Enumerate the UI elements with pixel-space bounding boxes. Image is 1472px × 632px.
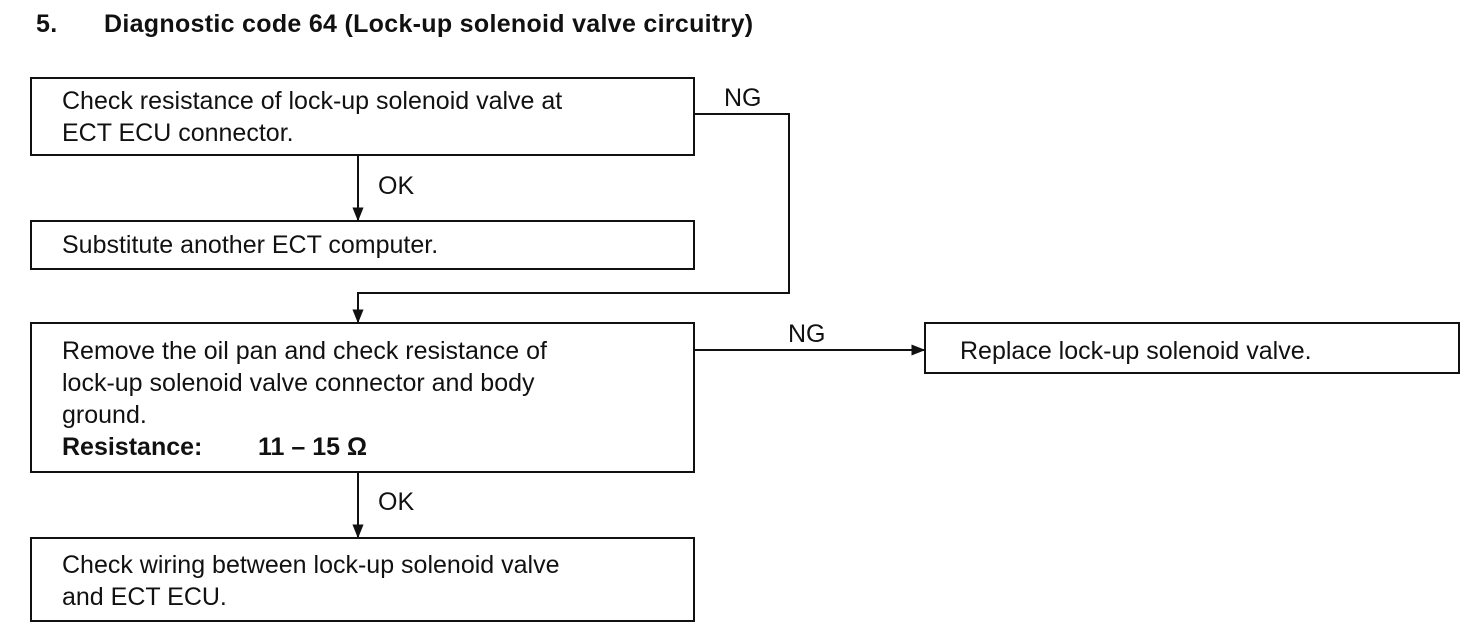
resistance-spec: Resistance: 11 – 15 Ω (62, 431, 681, 463)
page-title: 5. Diagnostic code 64 (Lock-up solenoid v… (36, 10, 753, 39)
step-substitute-computer: Substitute another ECT computer. (30, 220, 695, 270)
section-number: 5. (36, 10, 58, 38)
step-remove-oil-pan: Remove the oil pan and check resistance … (30, 322, 695, 473)
step-text-line: ECT ECU connector. (62, 119, 294, 147)
step-check-ecu-connector: Check resistance of lock-up solenoid val… (30, 77, 695, 156)
ng-label-1: NG (724, 84, 762, 112)
step-text-line: Substitute another ECT computer. (62, 231, 439, 259)
step-text-line: lock-up solenoid valve connector and bod… (62, 369, 535, 397)
ok-label-2: OK (378, 488, 415, 516)
ng-connector-1 (352, 113, 790, 324)
resistance-value: 11 – 15 Ω (258, 433, 368, 461)
resistance-label: Resistance: (62, 433, 203, 461)
step-text-line: Check resistance of lock-up solenoid val… (62, 87, 563, 115)
step-check-wiring: Check wiring between lock-up solenoid va… (30, 537, 695, 622)
ng-label-2: NG (788, 320, 826, 348)
step-text-line: Remove the oil pan and check resistance … (62, 337, 547, 365)
step-text-line: and ECT ECU. (62, 583, 227, 611)
ok-label-1: OK (378, 172, 415, 200)
step-text-line: Replace lock-up solenoid valve. (960, 337, 1312, 365)
step-replace-valve: Replace lock-up solenoid valve. (924, 322, 1460, 374)
step-text-line: Check wiring between lock-up solenoid va… (62, 551, 560, 579)
step-text-line: ground. (62, 401, 147, 429)
section-title: Diagnostic code 64 (Lock-up solenoid val… (104, 10, 754, 38)
